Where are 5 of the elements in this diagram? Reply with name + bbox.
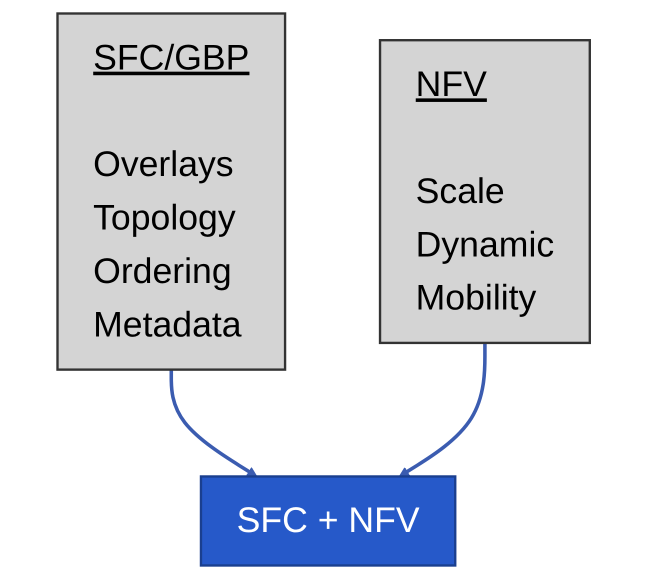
node-box: SFC/GBP Overlays Topology Ordering Metadata xyxy=(56,12,287,371)
node-box: SFC + NFV xyxy=(200,475,457,567)
arrow xyxy=(399,342,488,477)
node-box: NFV Scale Dynamic Mobility xyxy=(379,39,592,344)
arrow xyxy=(170,370,258,477)
